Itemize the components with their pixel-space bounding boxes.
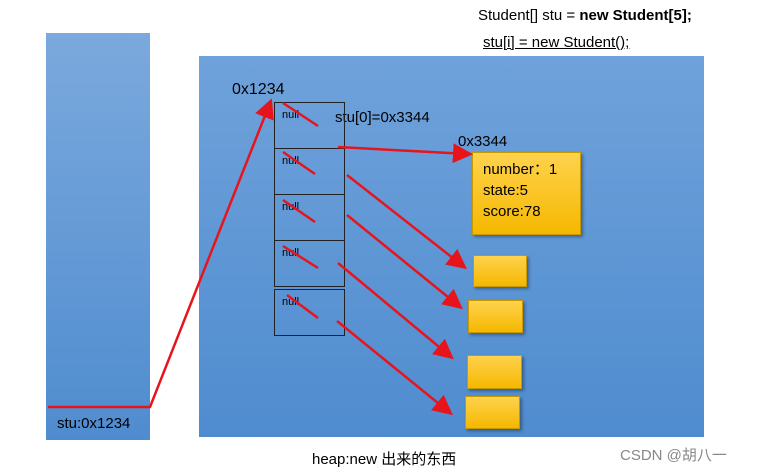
arrow-to-object-2: [346, 214, 463, 310]
null-strike-2: [282, 198, 316, 224]
student-object-4: [465, 396, 520, 429]
array-address: 0x1234: [232, 81, 285, 98]
student-object-main: number：1 state:5 score:78: [472, 152, 581, 235]
stack-var-label: stu:0x1234: [57, 415, 131, 432]
field-number: number：1: [483, 161, 558, 178]
student-object-3: [467, 355, 522, 389]
cell-value: null: [282, 155, 300, 167]
arrow-stack-to-array: [48, 98, 274, 409]
null-strike-4: [286, 293, 319, 320]
null-strike-1: [282, 150, 316, 176]
arrow-to-object-4: [336, 320, 453, 416]
code-line-1-bold: new Student[5];: [579, 7, 692, 24]
student-object-1: [473, 255, 527, 287]
null-strike-0: [282, 101, 319, 128]
arrow-to-object-3: [337, 262, 454, 360]
code-line-1: Student[] stu = new Student[5];: [478, 7, 692, 24]
cell-value: null: [282, 247, 300, 259]
cell-value: null: [282, 296, 300, 308]
watermark: CSDN @胡八一: [620, 447, 727, 464]
code-line-2: stu[i] = new Student();: [483, 34, 630, 51]
field-score: score:78: [483, 203, 541, 220]
arrow-to-object-1: [346, 174, 467, 270]
code-line-1-prefix: Student[] stu =: [478, 7, 580, 24]
cell-value: null: [282, 201, 300, 213]
array-cell-3: null: [274, 240, 345, 287]
element-reference: stu[0]=0x3344: [335, 109, 430, 126]
arrow-cell0-to-object: [337, 143, 473, 164]
array-cell-4: null: [274, 289, 345, 336]
stack-region: [46, 33, 150, 440]
student-object-2: [468, 300, 523, 333]
null-strike-3: [282, 244, 319, 270]
field-state: state:5: [483, 182, 529, 199]
heap-caption: heap:new 出来的东西: [312, 451, 457, 468]
